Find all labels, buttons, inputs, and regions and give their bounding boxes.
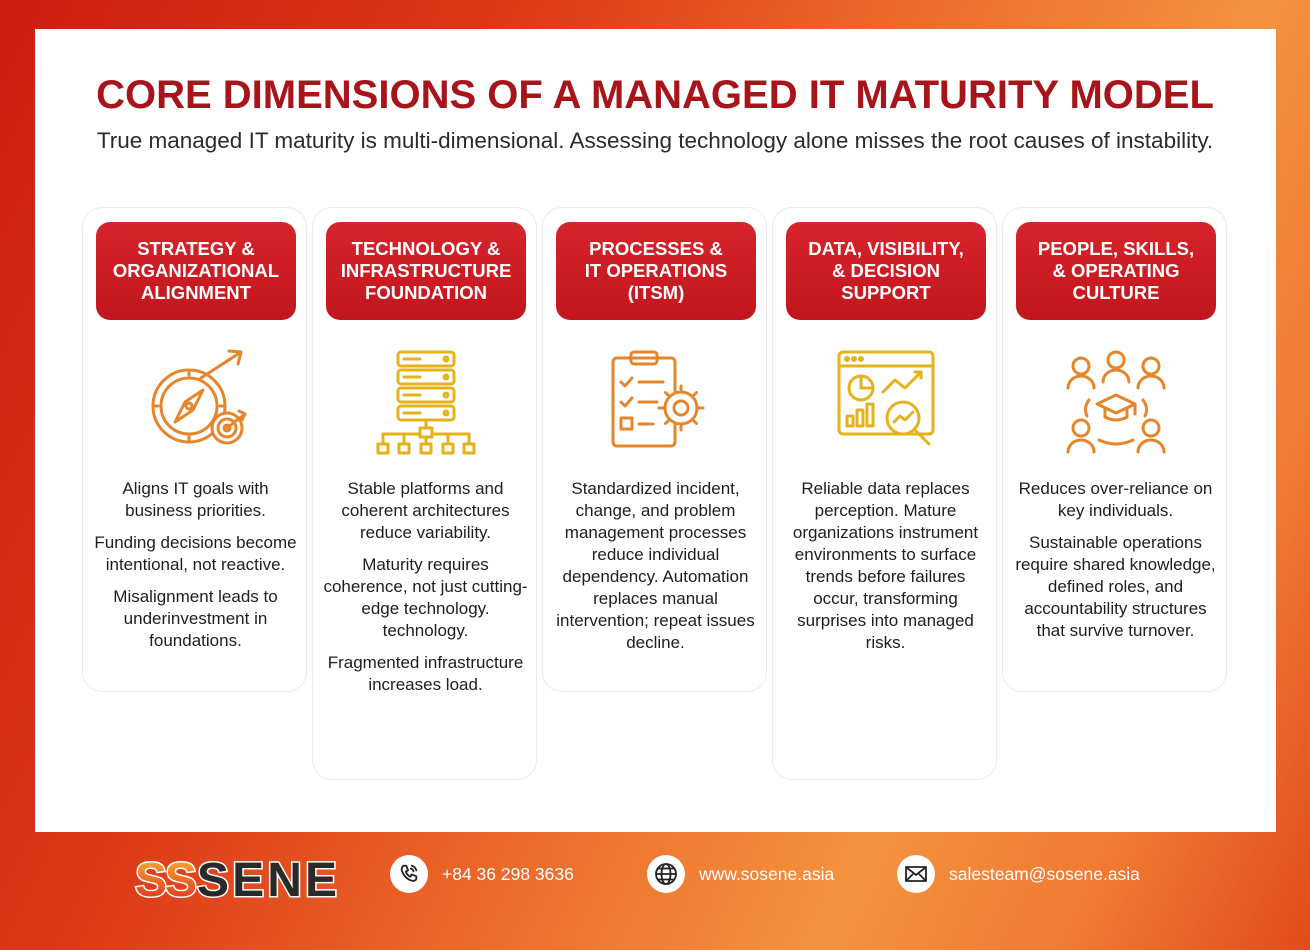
website-contact[interactable]: www.sosene.asia <box>647 855 834 893</box>
globe-icon <box>647 855 685 893</box>
people-graduation-icon <box>1061 348 1171 458</box>
phone-number: +84 36 298 3636 <box>442 863 574 884</box>
card-people: PEOPLE, SKILLS, & OPERATING CULTURE Redu… <box>1002 207 1227 692</box>
page-title: CORE DIMENSIONS OF A MANAGED IT MATURITY… <box>96 73 1214 117</box>
card-paragraph: Standardized incident, change, and probl… <box>556 479 755 652</box>
phone-contact[interactable]: +84 36 298 3636 <box>390 855 574 893</box>
card-paragraph: Sustainable operations require shared kn… <box>1015 533 1216 640</box>
checklist-gear-icon <box>601 348 711 458</box>
email-contact[interactable]: salesteam@sosene.asia <box>897 855 1140 893</box>
card-text: Aligns IT goals with business priorities… <box>91 478 300 662</box>
email-address: salesteam@sosene.asia <box>949 863 1140 884</box>
svg-text:SENE: SENE <box>197 854 337 904</box>
envelope-icon <box>897 855 935 893</box>
card-strategy: STRATEGY & ORGANIZATIONAL ALIGNMENT Alig… <box>82 207 307 692</box>
website-link: www.sosene.asia <box>699 863 835 884</box>
card-paragraph: Reliable data replaces perception. Matur… <box>792 479 979 652</box>
card-heading: STRATEGY & ORGANIZATIONAL ALIGNMENT <box>96 222 296 320</box>
card-paragraph: Stable platforms and coherent architectu… <box>341 479 510 542</box>
card-text: Stable platforms and coherent architectu… <box>321 478 530 706</box>
server-network-icon <box>371 348 481 458</box>
analytics-dashboard-icon <box>831 348 941 458</box>
svg-text:S: S <box>165 854 197 904</box>
card-heading: TECHNOLOGY & INFRASTRUCTURE FOUNDATION <box>326 222 526 320</box>
card-paragraph: Fragmented infrastructure increases load… <box>327 653 524 694</box>
card-heading: DATA, VISIBILITY, & DECISION SUPPORT <box>786 222 986 320</box>
page-subtitle: True managed IT maturity is multi-dimens… <box>96 128 1214 153</box>
card-paragraph: Aligns IT goals with business priorities… <box>122 479 269 520</box>
card-text: Reliable data replaces perception. Matur… <box>781 478 990 664</box>
card-heading: PEOPLE, SKILLS, & OPERATING CULTURE <box>1016 222 1216 320</box>
card-paragraph: Misalignment leads to underinvestment in… <box>113 587 278 650</box>
card-paragraph: Maturity requires coherence, not just cu… <box>323 555 528 640</box>
card-data: DATA, VISIBILITY, & DECISION SUPPORT Rel… <box>772 207 997 780</box>
svg-text:S: S <box>135 854 167 904</box>
logo-mark: S S SENE <box>134 853 339 909</box>
card-text: Reduces over-reliance on key individuals… <box>1011 478 1220 652</box>
phone-icon <box>390 855 428 893</box>
card-paragraph: Reduces over-reliance on key individuals… <box>1018 479 1213 520</box>
card-paragraph: Funding decisions become intentional, no… <box>94 533 297 574</box>
card-processes: PROCESSES & IT OPERATIONS (ITSM) Standar… <box>542 207 767 692</box>
card-heading: PROCESSES & IT OPERATIONS (ITSM) <box>556 222 756 320</box>
compass-target-icon <box>141 348 251 458</box>
card-technology: TECHNOLOGY & INFRASTRUCTURE FOUNDATION S… <box>312 207 537 780</box>
sosene-logo: S S SENE <box>133 852 343 909</box>
card-text: Standardized incident, change, and probl… <box>551 478 760 664</box>
